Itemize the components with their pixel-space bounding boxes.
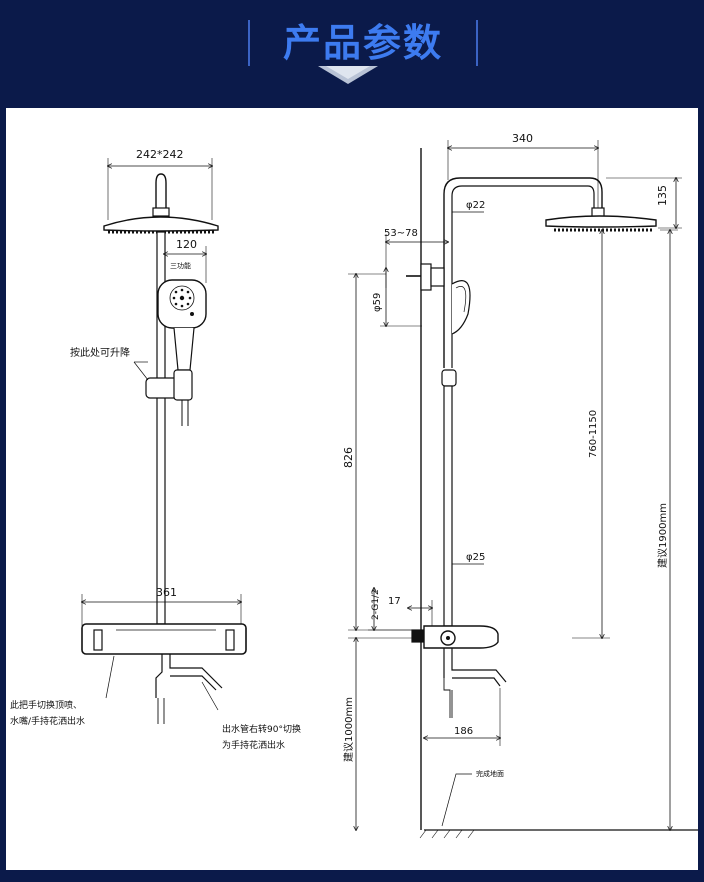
pipe-top-dia-label: φ22 bbox=[466, 200, 485, 211]
inlet-depth-label: 17 bbox=[388, 596, 401, 607]
side-view bbox=[348, 140, 698, 839]
mixer-height-label: 建议1000mm bbox=[342, 697, 355, 762]
handheld-offset-label: 120 bbox=[176, 238, 197, 251]
spout-note-line2: 为手持花洒出水 bbox=[222, 739, 285, 751]
function-label: 三功能 bbox=[170, 261, 191, 270]
chevron-down-icon bbox=[318, 66, 378, 84]
technical-drawing: 242*242 120 三功能 按此处可升降 361 此把手切换顶喷、 水嘴/手… bbox=[10, 132, 698, 839]
spout-note-line1: 出水管右转90°切换 bbox=[222, 723, 301, 735]
mixer-width-label: 361 bbox=[156, 586, 177, 599]
front-view bbox=[81, 158, 247, 724]
header-bar: 产品参数 bbox=[0, 0, 704, 108]
adjust-range-label: 760-1150 bbox=[588, 410, 599, 458]
head-drop-label: 135 bbox=[656, 185, 669, 206]
head-size-label: 242*242 bbox=[136, 148, 184, 161]
total-height-label: 建议1900mm bbox=[656, 503, 669, 568]
arm-length-label: 340 bbox=[512, 132, 533, 145]
spout-reach-label: 186 bbox=[454, 726, 473, 737]
bracket-dia-label: φ59 bbox=[372, 293, 383, 312]
page-title: 产品参数 bbox=[282, 21, 443, 65]
bar-height-label: 826 bbox=[342, 447, 355, 468]
title-frame: 产品参数 bbox=[248, 20, 478, 66]
lift-note: 按此处可升降 bbox=[70, 346, 130, 359]
thread-label: 2-G1/2 bbox=[371, 589, 381, 620]
floor-note: 完成地面 bbox=[476, 769, 504, 778]
switch-note-line1: 此把手切换顶喷、 bbox=[10, 699, 82, 711]
wall-gap-label: 53~78 bbox=[384, 228, 418, 239]
spec-drawing-panel: 242*242 120 三功能 按此处可升降 361 此把手切换顶喷、 水嘴/手… bbox=[6, 108, 698, 870]
pipe-dia-label: φ25 bbox=[466, 552, 485, 563]
switch-note-line2: 水嘴/手持花洒出水 bbox=[10, 715, 85, 727]
